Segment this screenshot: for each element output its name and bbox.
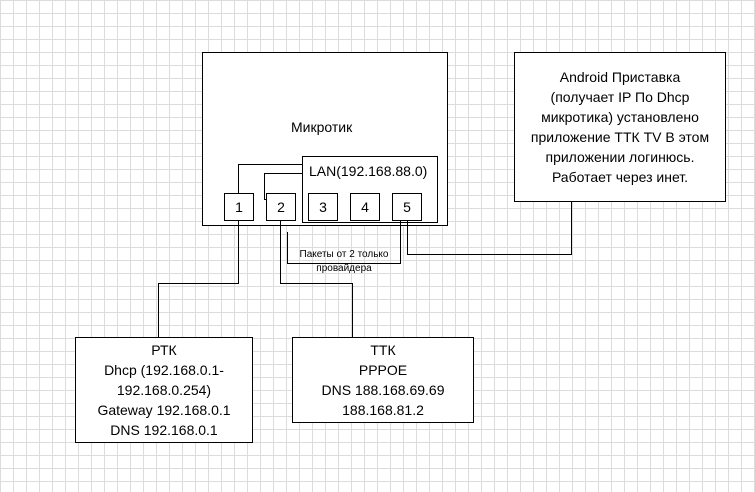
port-3: 3	[308, 193, 338, 221]
android-line-3: микротика) установлено	[541, 109, 699, 125]
note-bracket-line	[287, 221, 401, 264]
port-1-label: 1	[235, 199, 243, 215]
port-1: 1	[224, 193, 254, 221]
rtk-line-4: Gateway 192.168.0.1	[97, 402, 231, 418]
android-line-1: Android Приставка	[559, 69, 681, 85]
rtk-line-5: DNS 192.168.0.1	[110, 422, 218, 438]
rtk-line-2: Dhcp (192.168.0.1-	[104, 362, 224, 378]
android-line-4: приложение ТТК TV В этом	[530, 129, 710, 145]
wire-port2-loop	[264, 173, 302, 200]
ttk-box: ТТК PPPOE DNS 188.168.69.69 188.168.81.2	[292, 337, 474, 423]
ttk-line-1: ТТК	[370, 342, 396, 358]
port-5-label: 5	[403, 199, 411, 215]
note-line-2: провайдера	[316, 263, 372, 274]
port-4-label: 4	[361, 199, 369, 215]
rtk-line-3: 192.168.0.254)	[116, 382, 212, 398]
port-2: 2	[266, 193, 296, 221]
ttk-line-2: PPPOE	[358, 362, 408, 378]
note-line-1: Пакеты от 2 только	[299, 249, 389, 260]
android-line-2: (получает IP По Dhcp	[550, 89, 690, 105]
android-line-5: приложении логинюсь.	[545, 149, 695, 165]
port-4: 4	[350, 193, 380, 221]
router-title: Микротик	[291, 119, 353, 135]
port-2-label: 2	[277, 199, 285, 215]
wire-port1-loop	[238, 164, 302, 193]
ttk-line-4: 188.168.81.2	[342, 402, 424, 418]
port-5: 5	[392, 193, 422, 221]
wire-port5-android	[407, 202, 572, 255]
wire-port2-ttk	[280, 221, 353, 337]
wire-port1-rtk	[158, 221, 239, 337]
android-line-6: Работает через инет.	[551, 169, 689, 185]
ttk-line-3: DNS 188.168.69.69	[321, 382, 445, 398]
android-box: Android Приставка (получает IP По Dhcp м…	[514, 52, 726, 202]
packet-note: Пакеты от 2 только провайдера	[289, 248, 399, 276]
rtk-box: РТК Dhcp (192.168.0.1- 192.168.0.254) Ga…	[75, 337, 253, 443]
lan-label: LAN(192.168.88.0)	[309, 163, 428, 179]
port-3-label: 3	[319, 199, 327, 215]
rtk-line-1: РТК	[151, 342, 177, 358]
